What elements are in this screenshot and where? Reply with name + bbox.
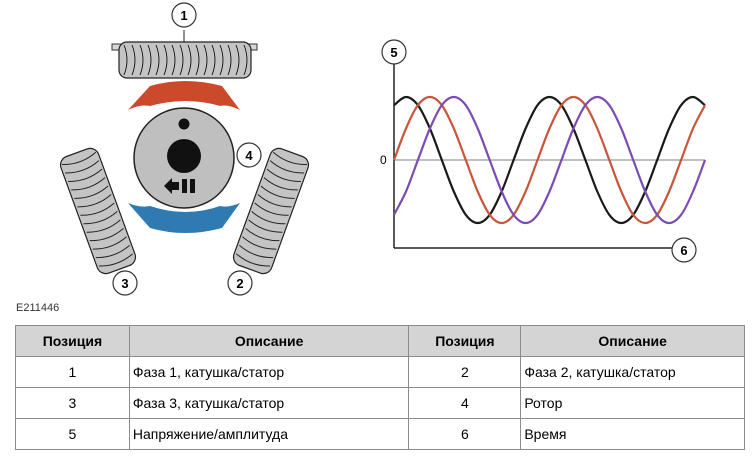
description-cell: Фаза 1, катушка/статор	[128, 356, 410, 388]
legend-table: Позиция Описание Позиция Описание 1 Фаза…	[15, 325, 745, 450]
svg-text:1: 1	[180, 8, 187, 23]
table-row: 3 Фаза 3, катушка/статор 4 Ротор	[15, 387, 745, 419]
series-line-3	[393, 95, 707, 225]
coil-3	[59, 147, 137, 275]
series-line-1	[393, 95, 706, 225]
description-cell: Ротор	[520, 387, 745, 419]
rotation-arrow-red	[128, 81, 240, 110]
callout-2: 2	[227, 270, 253, 296]
series-line-2	[392, 95, 706, 225]
rotation-arrow-blue	[128, 203, 240, 233]
description-cell: Фаза 3, катушка/статор	[128, 387, 410, 419]
header-position: Позиция	[408, 325, 522, 357]
rotor	[133, 107, 235, 209]
position-cell: 6	[408, 418, 522, 450]
callout-6: 6	[671, 237, 697, 263]
position-cell: 1	[15, 356, 130, 388]
description-cell: Фаза 2, катушка/статор	[520, 356, 745, 388]
description-cell: Время	[520, 418, 745, 450]
position-cell: 4	[408, 387, 522, 419]
svg-text:3: 3	[121, 276, 128, 291]
table-row: 1 Фаза 1, катушка/статор 2 Фаза 2, катуш…	[15, 356, 745, 388]
position-cell: 3	[15, 387, 130, 419]
description-cell: Напряжение/амплитуда	[128, 418, 410, 450]
coil-2	[232, 147, 310, 275]
figure: 1 4 3 2 0 5 6	[59, 2, 707, 296]
header-description: Описание	[128, 325, 410, 357]
waveform-chart: 0 5 6	[380, 39, 707, 263]
callout-5: 5	[381, 39, 407, 65]
coil-1	[111, 30, 258, 79]
callout-4: 4	[236, 142, 262, 168]
svg-text:5: 5	[390, 45, 397, 60]
zero-label: 0	[380, 153, 387, 167]
callout-3: 3	[112, 270, 138, 296]
svg-text:2: 2	[236, 276, 243, 291]
header-position: Позиция	[15, 325, 130, 357]
position-cell: 5	[15, 418, 130, 450]
svg-text:4: 4	[245, 148, 253, 163]
header-description: Описание	[520, 325, 745, 357]
table-header-row: Позиция Описание Позиция Описание	[15, 325, 745, 357]
table-row: 5 Напряжение/амплитуда 6 Время	[15, 418, 745, 450]
figure-id: E211446	[16, 302, 60, 314]
svg-text:6: 6	[680, 243, 687, 258]
callout-1: 1	[171, 2, 197, 28]
position-cell: 2	[408, 356, 522, 388]
